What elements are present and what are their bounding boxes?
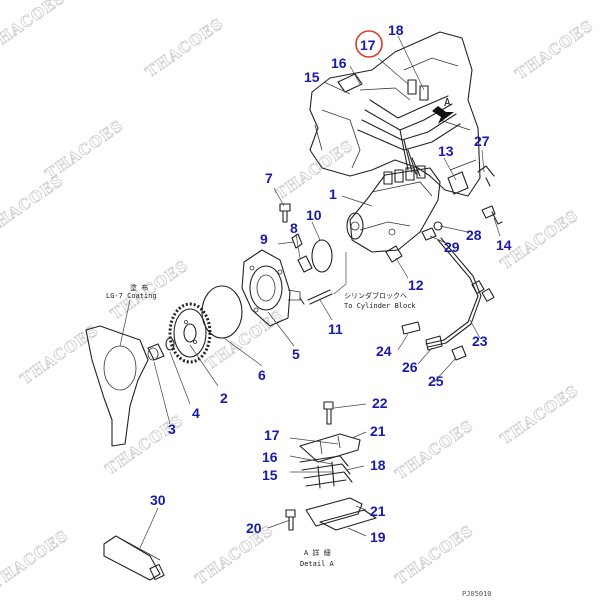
coating-label-jp: 塗 布: [130, 283, 148, 292]
detail-callout-18[interactable]: 18: [370, 457, 386, 473]
plug-12: [385, 245, 403, 263]
pump-drive-housing: [241, 249, 301, 327]
callout-12[interactable]: 12: [408, 277, 424, 293]
callout-28[interactable]: 28: [466, 227, 482, 243]
detail-callout-17[interactable]: 17: [264, 427, 280, 443]
callout-4[interactable]: 4: [192, 405, 200, 421]
watermark: THACOES: [497, 381, 582, 448]
detail-callout-21a[interactable]: 21: [370, 423, 386, 439]
bolt-7: [279, 203, 291, 223]
watermark: THACOES: [392, 416, 477, 483]
callout-18[interactable]: 18: [388, 22, 404, 38]
callout-7[interactable]: 7: [265, 170, 273, 186]
callout-3[interactable]: 3: [168, 421, 176, 437]
stud-11: [299, 289, 333, 305]
o-ring-large: [201, 285, 243, 339]
watermark: THACOES: [0, 526, 72, 593]
tool: [103, 535, 165, 581]
callout-22[interactable]: 22: [372, 395, 388, 411]
detail-callout-19[interactable]: 19: [370, 529, 386, 545]
nut: [165, 337, 175, 351]
detail-callout-16[interactable]: 16: [262, 449, 278, 465]
clamp-upper: [407, 79, 417, 95]
bolt-27: [477, 165, 495, 187]
callout-23[interactable]: 23: [472, 333, 488, 349]
callout-9[interactable]: 9: [260, 231, 268, 247]
banjo-bolt-24: [401, 321, 421, 335]
callout-6[interactable]: 6: [258, 367, 266, 383]
oil-pipe: [425, 237, 495, 348]
highlight-circle: [355, 30, 383, 58]
callout-16[interactable]: 16: [331, 55, 347, 71]
callout-24[interactable]: 24: [376, 343, 392, 359]
cover-plate: [85, 325, 149, 447]
cylinder-block-label: To Cylinder Block: [344, 302, 416, 310]
washer-29: [421, 227, 437, 241]
clamp-upper: [419, 85, 429, 101]
bolt-25: [451, 345, 467, 361]
callout-26[interactable]: 26: [402, 359, 418, 375]
annotation-labels: 塗 布 LG-7 Coating シリンダブロックへ To Cylinder B…: [106, 283, 492, 598]
detail-a-assembly: [285, 401, 377, 531]
leader-lines: [119, 35, 501, 549]
detail-callout-15[interactable]: 15: [262, 467, 278, 483]
callout-29[interactable]: 29: [444, 239, 460, 255]
watermark: THACOES: [0, 0, 69, 55]
callout-11[interactable]: 11: [328, 321, 343, 337]
callout-10[interactable]: 10: [306, 207, 322, 223]
cylinder-block-label-jp: シリンダブロックへ: [344, 291, 407, 300]
callout-5[interactable]: 5: [292, 346, 300, 362]
callout-25[interactable]: 25: [428, 373, 444, 389]
connector-26: [425, 335, 443, 351]
view-a-label: A: [444, 96, 451, 109]
watermark: THACOES: [192, 521, 277, 588]
drive-gear: [168, 302, 212, 364]
watermark: THACOES: [202, 306, 287, 373]
callout-15[interactable]: 15: [304, 69, 320, 85]
watermark: THACOES: [107, 256, 192, 323]
callout-27[interactable]: 27: [474, 133, 490, 149]
callout-17[interactable]: 17: [360, 37, 376, 53]
callout-30[interactable]: 30: [150, 492, 166, 508]
callout-2[interactable]: 2: [220, 390, 228, 406]
watermark: THACOES: [512, 16, 597, 83]
callout-8[interactable]: 8: [290, 220, 298, 236]
watermark: THACOES: [392, 521, 477, 588]
nut-28: [433, 221, 443, 231]
o-ring-small: [311, 239, 333, 273]
stud-8: [297, 255, 313, 273]
drawing-number: PJ05010: [462, 590, 492, 598]
watermark: THACOES: [0, 171, 67, 238]
detail-a-label: Detail A: [300, 560, 335, 568]
detail-callout-21b[interactable]: 21: [370, 503, 386, 519]
callout-14[interactable]: 14: [496, 237, 512, 253]
coating-label: LG-7 Coating: [106, 292, 157, 300]
callout-1[interactable]: 1: [329, 186, 337, 202]
injection-pipes: [357, 79, 461, 177]
watermark: THACOES: [142, 14, 227, 81]
bolt-14: [481, 205, 503, 225]
collar: [147, 343, 165, 361]
callout-20[interactable]: 20: [246, 520, 262, 536]
detail-a-label-jp: A 詳 細: [304, 548, 331, 557]
cylinder-block-leader: [333, 252, 347, 295]
callout-13[interactable]: 13: [438, 143, 454, 159]
watermark: THACOES: [272, 136, 357, 203]
view-a-arrow: A: [432, 96, 454, 124]
watermark: THACOES: [17, 321, 102, 388]
fuel-injection-pump: [346, 165, 441, 253]
callout-labels: 1 2 3 4 5 6 7 8 9 10 11 12 13 14 15 16 1…: [150, 22, 512, 545]
bracket-13: [447, 171, 469, 195]
